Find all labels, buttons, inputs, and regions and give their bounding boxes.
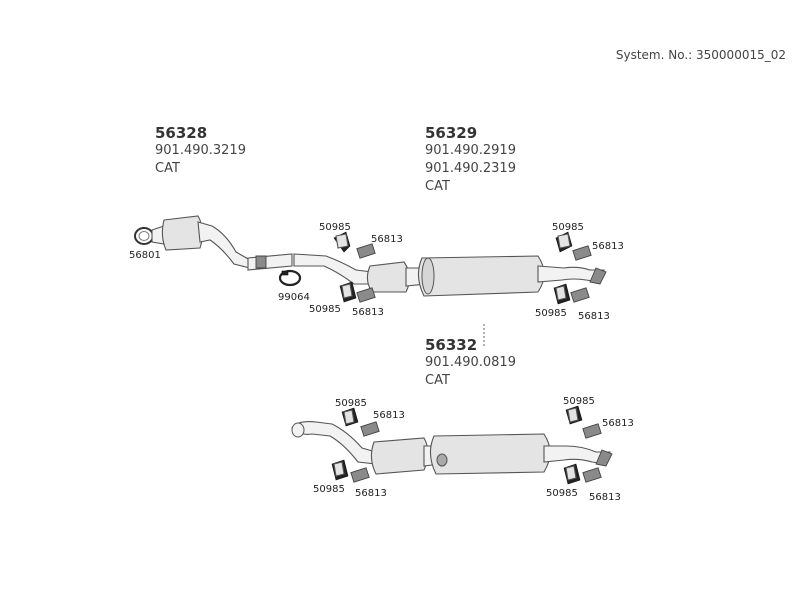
- part-note: CAT: [425, 179, 450, 194]
- center-section-56332: [291, 421, 613, 475]
- label-hanger: 50985: [546, 488, 578, 499]
- group-56328: 56328 901.490.3219 CAT: [155, 124, 246, 178]
- hanger-group-upper-left: [333, 231, 376, 303]
- clamp-99064: [278, 269, 302, 287]
- label-bracket: 56813: [589, 492, 621, 503]
- label-hanger: 50985: [335, 398, 367, 409]
- label-hanger: 50985: [313, 484, 345, 495]
- label-bracket: 56813: [602, 418, 634, 429]
- label-bracket: 56813: [352, 307, 384, 318]
- hanger-group-upper-right: [553, 231, 592, 305]
- label-hanger: 50985: [563, 396, 595, 407]
- hanger-group-lower-right: [563, 405, 602, 485]
- label-bracket: 56813: [373, 410, 405, 421]
- center-section-56329: [293, 253, 607, 297]
- label-hanger: 50985: [535, 308, 567, 319]
- part-number: 56332: [425, 336, 478, 354]
- oem-number: 901.490.0819: [425, 355, 516, 370]
- part-note: CAT: [155, 161, 180, 176]
- oem-number: 901.490.2319: [425, 161, 516, 176]
- oem-number: 901.490.2919: [425, 143, 516, 158]
- label-hanger: 50985: [552, 222, 584, 233]
- hanger-group-lower-left: [331, 407, 380, 483]
- part-note: CAT: [425, 373, 450, 388]
- ring-gasket-56801: [134, 227, 154, 245]
- label-bracket: 56813: [355, 488, 387, 499]
- label-clamp-99064: 99064: [278, 292, 310, 303]
- label-hanger: 50985: [309, 304, 341, 315]
- label-bracket: 56813: [592, 241, 624, 252]
- group-56329: 56329 901.490.2919 901.490.2319 CAT: [425, 124, 516, 196]
- part-number: 56328: [155, 124, 208, 142]
- label-bracket: 56813: [578, 311, 610, 322]
- oem-number: 901.490.3219: [155, 143, 246, 158]
- system-number: System. No.: 350000015_02: [615, 48, 786, 62]
- catalytic-converter-56328: [151, 215, 293, 271]
- group-56332: 56332 901.490.0819 CAT: [425, 336, 516, 390]
- label-ring-56801: 56801: [129, 250, 161, 261]
- label-hanger: 50985: [319, 222, 351, 233]
- label-bracket: 56813: [371, 234, 403, 245]
- part-number: 56329: [425, 124, 478, 142]
